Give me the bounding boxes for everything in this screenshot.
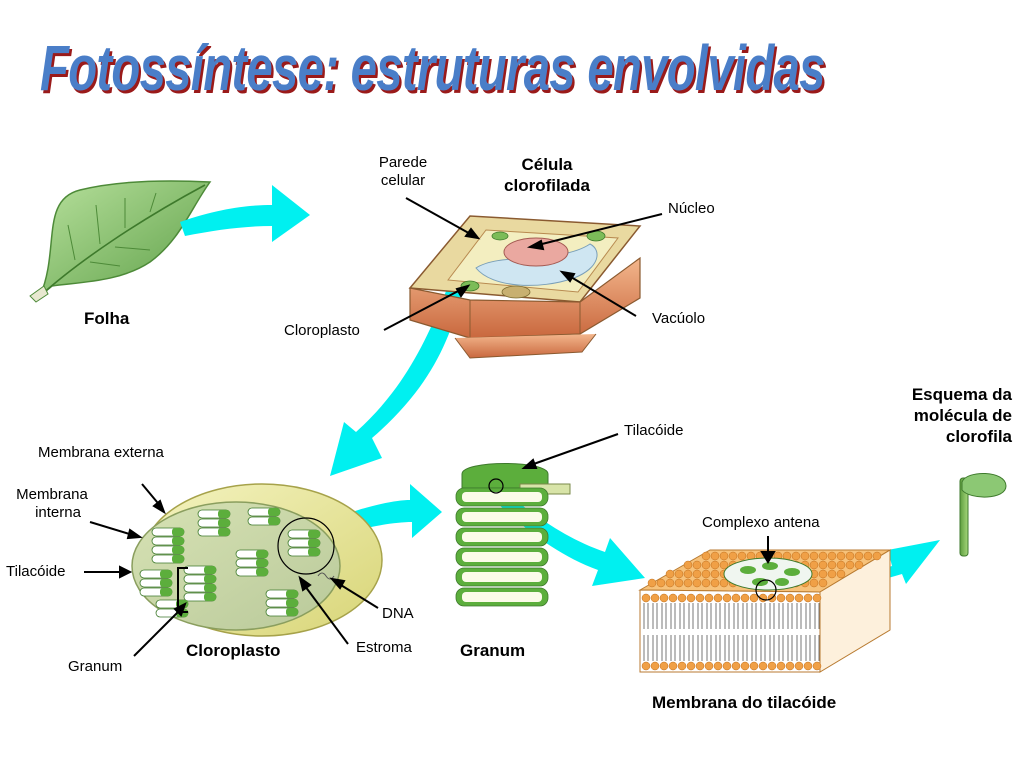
label-dna: DNA xyxy=(382,605,414,623)
label-line: Parede xyxy=(368,154,438,172)
label-membrana-interna: Membrana interna xyxy=(6,486,98,522)
label-granum-main: Granum xyxy=(460,640,525,661)
label-estroma: Estroma xyxy=(356,639,412,657)
label-membrana-externa: Membrana externa xyxy=(38,444,164,462)
label-line: Célula xyxy=(486,154,608,175)
label-line: Membrana xyxy=(6,486,98,504)
label-celula-clorofilada: Célula clorofilada xyxy=(486,154,608,196)
label-line: molécula de xyxy=(880,405,1012,426)
label-cloroplasto-cell: Cloroplasto xyxy=(284,322,360,340)
granum-stack xyxy=(198,510,230,536)
label-vacuolo: Vacúolo xyxy=(652,310,705,328)
label-line: celular xyxy=(368,172,438,190)
chloroplast-illustration xyxy=(132,484,382,636)
thylakoid-membrane-illustration xyxy=(640,550,890,672)
label-line: interna xyxy=(6,504,98,522)
leaf-illustration xyxy=(30,181,210,302)
granum-stack xyxy=(288,530,320,556)
label-granum-left: Granum xyxy=(68,658,122,676)
label-cloroplasto-main: Cloroplasto xyxy=(186,640,280,661)
label-tilacoide-left: Tilacóide xyxy=(6,563,65,581)
label-line: clorofila xyxy=(880,426,1012,447)
label-tilacoide-top: Tilacóide xyxy=(624,422,683,440)
granum-stack xyxy=(140,570,172,596)
label-parede-celular: Parede celular xyxy=(368,154,438,190)
label-esquema-clorofila: Esquema da molécula de clorofila xyxy=(880,384,1012,447)
label-nucleo: Núcleo xyxy=(668,200,715,218)
label-membrana-tilacoide: Membrana do tilacóide xyxy=(652,692,836,713)
label-line: Esquema da xyxy=(880,384,1012,405)
label-folha: Folha xyxy=(84,308,129,329)
granum-stack xyxy=(266,590,298,616)
label-line: clorofilada xyxy=(486,175,608,196)
granum-stack xyxy=(236,550,268,576)
cell-nucleus xyxy=(504,238,568,266)
label-complexo-antena: Complexo antena xyxy=(702,514,820,532)
chlorophyll-molecule-illustration xyxy=(960,473,1006,556)
